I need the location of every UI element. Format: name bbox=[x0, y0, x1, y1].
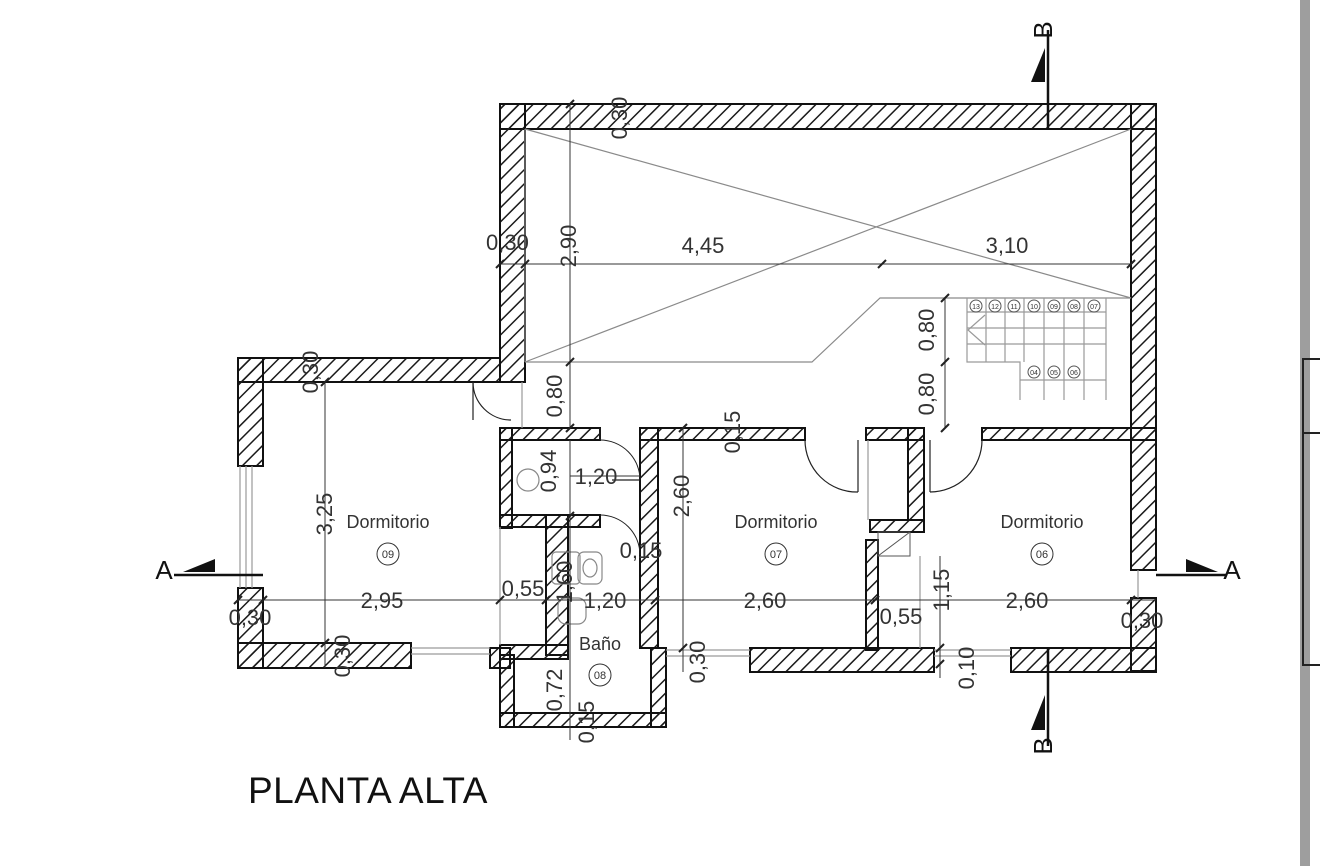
dim-mid-room-width: 2,60 bbox=[744, 588, 787, 613]
closet-cross bbox=[877, 531, 911, 557]
wall-room06-top-right bbox=[981, 427, 1157, 441]
wall-room06-divider bbox=[907, 427, 925, 521]
dim-upper-width-left: 4,45 bbox=[682, 233, 725, 258]
dim-bath-height: 1,60 bbox=[552, 561, 577, 604]
void-lines bbox=[524, 128, 1132, 363]
section-b-top: B bbox=[1028, 21, 1058, 38]
wall-top bbox=[499, 103, 1157, 130]
section-a-right: A bbox=[1223, 555, 1241, 585]
adjacent-drawing-frame bbox=[1302, 358, 1320, 666]
wall-bath-right-lower bbox=[650, 647, 667, 728]
step-number: 09 bbox=[1050, 304, 1058, 311]
room-name: Dormitorio bbox=[1000, 512, 1083, 532]
section-marks: A A B B bbox=[155, 21, 1241, 754]
dim-right-side-wall: 0,30 bbox=[1121, 608, 1164, 633]
step-number: 04 bbox=[1030, 370, 1038, 377]
room-name: Baño bbox=[579, 634, 621, 654]
dim-left-room-width: 2,95 bbox=[361, 588, 404, 613]
step-number: 10 bbox=[1030, 304, 1038, 311]
dim-upper-width-right: 3,10 bbox=[986, 233, 1029, 258]
wall-upper-left bbox=[499, 103, 526, 383]
wall-left-top bbox=[237, 357, 501, 383]
dim-bath-width: 1,20 bbox=[584, 588, 627, 613]
dim-left-top-wall: 0,30 bbox=[298, 351, 323, 394]
dimension-ticks bbox=[233, 99, 1136, 669]
dim-mid-room-height: 2,60 bbox=[669, 475, 694, 518]
drawing-title: PLANTA ALTA bbox=[248, 770, 488, 811]
dim-bath-bottom-wall: 0,15 bbox=[574, 701, 599, 744]
wall-left-side-upper bbox=[237, 357, 264, 467]
dim-bath-lower: 0,72 bbox=[542, 669, 567, 712]
room-number-circle bbox=[764, 542, 788, 566]
dim-upper-left-wall: 0,30 bbox=[486, 230, 529, 255]
adjacent-drawing-line bbox=[1302, 432, 1320, 434]
dim-closet-depth: 0,94 bbox=[536, 450, 561, 493]
room-number-circle bbox=[1030, 542, 1054, 566]
room-number: 09 bbox=[382, 549, 394, 561]
room-number-circle bbox=[588, 663, 612, 687]
wall-right-upper bbox=[1130, 103, 1157, 571]
step-number: 13 bbox=[972, 304, 980, 311]
dim-hall: 0,80 bbox=[542, 375, 567, 418]
wall-closet-left bbox=[499, 427, 513, 529]
room-name: Dormitorio bbox=[346, 512, 429, 532]
step-number: 05 bbox=[1050, 370, 1058, 377]
wall-room06-left bbox=[865, 539, 879, 651]
dim-bath-wall: 0,15 bbox=[620, 538, 663, 563]
room-number: 08 bbox=[594, 670, 606, 682]
dim-stair-upper: 0,80 bbox=[914, 309, 939, 352]
step-number: 11 bbox=[1010, 304, 1017, 311]
wall-room06-closet bbox=[869, 519, 925, 533]
dim-window-gap: 0,10 bbox=[954, 647, 979, 690]
step-number: 12 bbox=[991, 304, 999, 311]
dim-partition-wall: 0,15 bbox=[720, 411, 745, 454]
room-name: Dormitorio bbox=[734, 512, 817, 532]
dim-stair-lower: 0,80 bbox=[914, 373, 939, 416]
step-number: 06 bbox=[1070, 370, 1078, 377]
wall-bottom-mid bbox=[749, 647, 935, 673]
wall-room07-left bbox=[639, 427, 659, 649]
dim-upper-height: 2,90 bbox=[556, 225, 581, 268]
dim-left-side-wall: 0,30 bbox=[229, 605, 272, 630]
dim-left-room-height: 3,25 bbox=[312, 493, 337, 536]
dim-left-bottom-wall: 0,30 bbox=[330, 635, 355, 678]
bath-fixtures bbox=[516, 468, 603, 625]
step-number: 08 bbox=[1070, 304, 1078, 311]
dim-closet-width: 1,20 bbox=[575, 464, 618, 489]
doors bbox=[472, 381, 983, 556]
dimension-labels: 0,30 0,30 2,90 4,45 3,10 0,80 0,80 0,80 … bbox=[229, 97, 1164, 744]
room-labels: Dormitorio 09 Dormitorio 07 Dormitorio 0… bbox=[346, 512, 1084, 687]
dim-right-room-width: 2,60 bbox=[1006, 588, 1049, 613]
step-number: 07 bbox=[1090, 304, 1098, 311]
section-a-left: A bbox=[155, 555, 173, 585]
room-number-circle bbox=[376, 542, 400, 566]
room-number: 06 bbox=[1036, 549, 1048, 561]
dim-bath-gap: 0,55 bbox=[502, 576, 545, 601]
stairs bbox=[966, 298, 1107, 400]
stair-step-numbers: 13 12 11 10 09 08 07 04 05 06 bbox=[969, 299, 1101, 379]
walls bbox=[237, 103, 1157, 728]
section-b-bottom: B bbox=[1028, 737, 1058, 754]
dim-right-closet: 1,15 bbox=[929, 569, 954, 612]
wall-bath-corner bbox=[489, 647, 511, 669]
dim-top-wall: 0,30 bbox=[607, 97, 632, 140]
wall-closet-top bbox=[499, 427, 601, 441]
dim-right-gap: 0,55 bbox=[880, 604, 923, 629]
wall-bottom-right bbox=[1010, 647, 1157, 673]
room-number: 07 bbox=[770, 549, 782, 561]
dim-mid-bottom-wall: 0,30 bbox=[685, 641, 710, 684]
dimension-lines bbox=[238, 104, 1156, 740]
